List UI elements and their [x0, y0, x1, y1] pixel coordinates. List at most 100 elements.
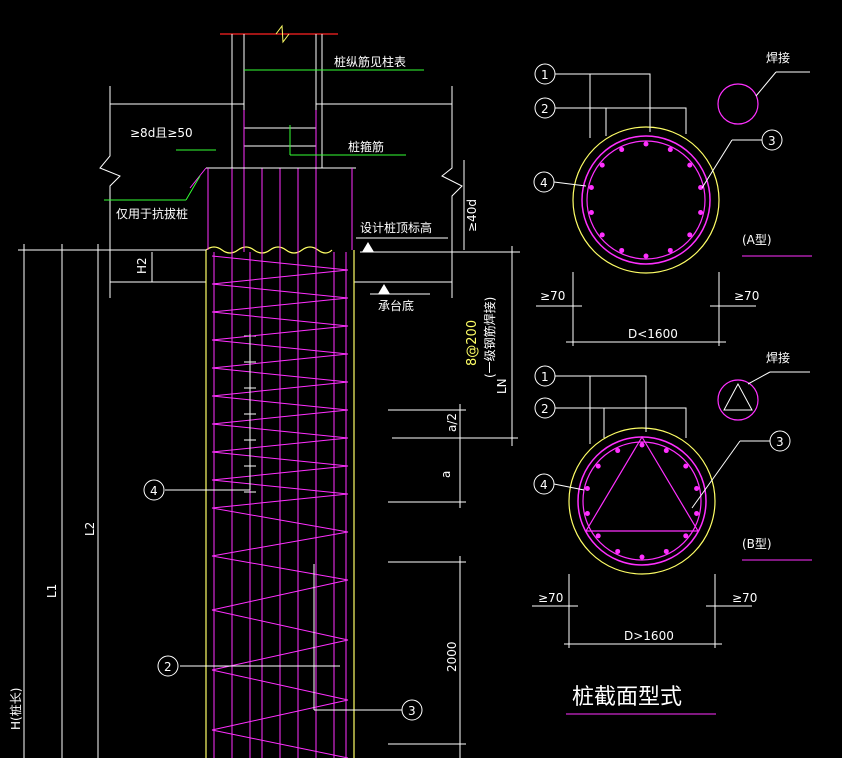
label-40d: ≥40d: [465, 199, 479, 232]
rebar-dot: [599, 162, 605, 168]
label-l2: L2: [83, 522, 97, 536]
weld-ring-a: [717, 83, 759, 125]
hoop-outer-a: [581, 135, 711, 265]
cap-left-edge: [99, 104, 121, 298]
pile-top-break: [205, 246, 333, 254]
rebar-dot: [595, 463, 601, 469]
label-ln: LN: [495, 378, 509, 394]
section-title: 桩截面型式: [572, 685, 682, 710]
rebar-dot: [584, 510, 590, 516]
rebar-dot: [584, 486, 590, 492]
sec-b-leader-4: [553, 483, 585, 491]
marker-2-circle: [157, 655, 179, 677]
pile-elevation: 桩纵筋见柱表 桩箍筋 ≥8d且≥50 仅用于抗拔桩 ≥40d 设计桩顶标高 承台…: [8, 24, 520, 758]
rebar-dots-b: [584, 442, 700, 560]
cap-right-edge: [441, 104, 463, 298]
label-ge70-b-left: ≥70: [538, 591, 563, 605]
label-ge70-a-left: ≥70: [540, 289, 565, 303]
weld-triangle-b: [723, 382, 753, 411]
rebar-dot: [619, 247, 625, 253]
label-uplift-only: 仅用于抗拔桩: [116, 206, 188, 221]
sec-b-marker-2-text: 2: [541, 402, 549, 416]
break-symbol: [275, 24, 290, 44]
sec-b-marker-3-text: 3: [776, 435, 784, 449]
label-design-top: 设计桩顶标高: [360, 220, 432, 235]
rebar-dot: [667, 247, 673, 253]
label-anchor-length: ≥8d且≥50: [130, 126, 193, 140]
leader-uplift-arrow: [185, 175, 201, 201]
sec-a-marker-3-text: 3: [768, 134, 776, 148]
sec-a-marker-4-text: 4: [540, 176, 548, 190]
sec-b-leader-3b: [691, 440, 741, 509]
marker-4-text: 4: [150, 484, 158, 498]
label-cap-bottom: 承台底: [378, 298, 414, 313]
label-2000: 2000: [445, 641, 459, 672]
hoop-inner-b: [582, 441, 702, 561]
sec-b-marker-4-text: 4: [540, 478, 548, 492]
label-weld-b: 焊接: [766, 350, 790, 365]
rebar-dot: [683, 533, 689, 539]
label-ge70-a-right: ≥70: [734, 289, 759, 303]
sec-b-leader-1: [555, 375, 647, 432]
rebar-dot: [663, 448, 669, 454]
hoop-inner-a: [586, 140, 706, 260]
rebar-dot: [615, 548, 621, 554]
rebar-dot: [667, 147, 673, 153]
label-pile-long-rebar: 桩纵筋见柱表: [334, 54, 406, 69]
label-d-large: D>1600: [624, 629, 674, 643]
rebar-dot: [639, 442, 645, 448]
marker-3-circle: [401, 699, 423, 721]
rebar-dot: [698, 185, 704, 191]
rebar-dot: [615, 448, 621, 454]
sec-a-marker-1-text: 1: [541, 68, 549, 82]
label-h2: H2: [135, 257, 149, 274]
elev-marker: [378, 284, 390, 294]
label-h-total: H(桩长): [8, 688, 23, 730]
label-pile-stirrup: 桩箍筋: [348, 139, 384, 154]
label-ge70-b-right: ≥70: [732, 591, 757, 605]
weld-leader-b: [747, 371, 771, 385]
rebar-dot: [599, 232, 605, 238]
rebar-dot: [687, 162, 693, 168]
sec-a-leader-4: [553, 181, 587, 187]
sec-a-leader-2b: [606, 107, 687, 134]
marker-3-text: 3: [408, 704, 416, 718]
rebar-dot: [595, 533, 601, 539]
label-d-small: D<1600: [628, 327, 678, 341]
rebar-dot: [694, 486, 700, 492]
rebar-dot: [683, 463, 689, 469]
rebar-dot: [619, 147, 625, 153]
rebar-dot: [639, 554, 645, 560]
sec-b-leader-2b: [604, 407, 687, 438]
label-type-a: (A型): [742, 233, 772, 247]
sec-a-leader-1: [555, 73, 651, 132]
label-weld-a: 焊接: [766, 50, 790, 65]
pile-outline-a: [572, 126, 720, 274]
sec-b-marker-1-text: 1: [541, 370, 549, 384]
cap-top-left: [109, 86, 244, 105]
label-a: a: [439, 471, 453, 478]
pile-vertical-rebars: [213, 252, 347, 758]
section-type-a: 1 2 4 3 焊接 (A型) ≥70 ≥70 D<1600: [533, 50, 812, 346]
marker-2-text: 2: [164, 660, 172, 674]
rebar-dots-a: [588, 141, 704, 259]
sec-a-leader-2: [555, 107, 607, 136]
anchor-hook: [189, 167, 207, 189]
pile-spiral-hoop: [211, 255, 349, 758]
marker-4-circle: [143, 479, 165, 501]
sec-b-leader-2: [555, 407, 605, 438]
sec-a-leader-3b: [701, 139, 733, 189]
rebar-dot: [694, 510, 700, 516]
weld-leader-a: [755, 71, 777, 97]
label-hoop-note: (一级钢筋焊接): [482, 297, 497, 378]
weld-ring-b: [717, 379, 759, 421]
label-a-half: a/2: [445, 413, 459, 432]
label-type-b: (B型): [742, 537, 772, 551]
label-hoop-spec: 8@200: [465, 320, 480, 366]
elev-marker: [362, 242, 374, 252]
hoop-outer-b: [577, 436, 707, 566]
cap-top-right: [316, 86, 453, 105]
sec-a-marker-2-text: 2: [541, 102, 549, 116]
rebar-dot: [687, 232, 693, 238]
